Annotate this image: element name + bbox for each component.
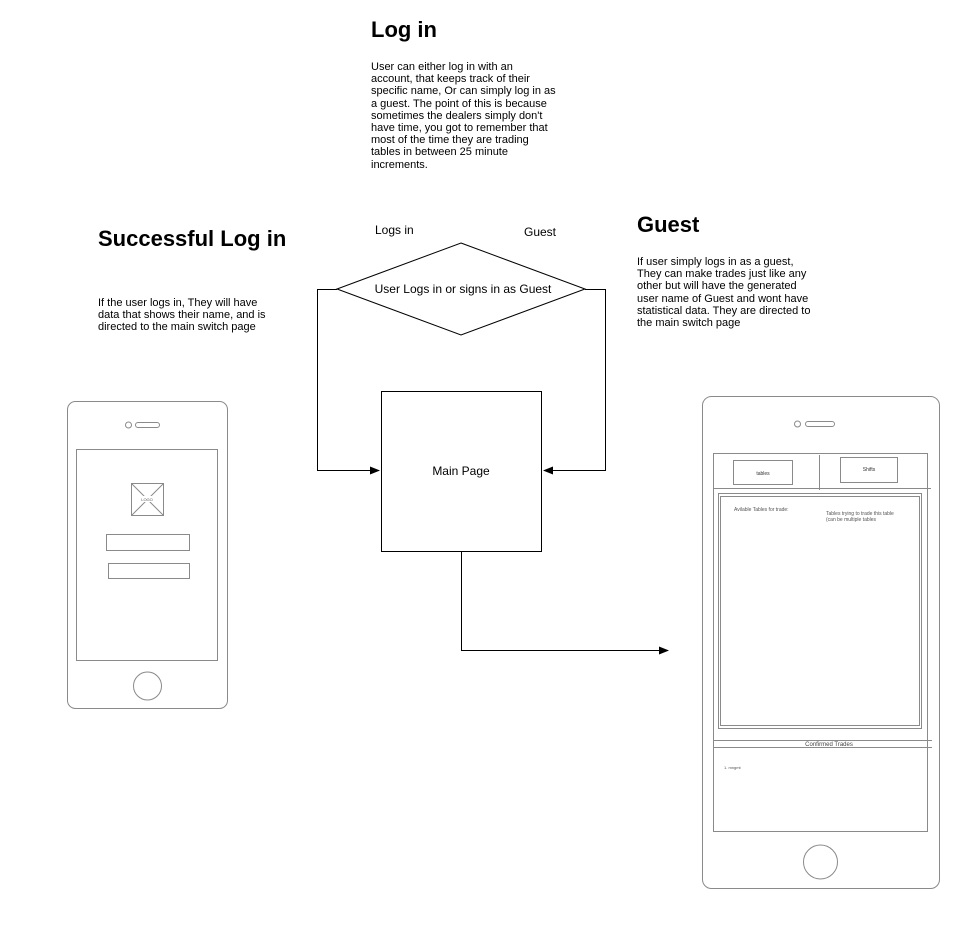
phone-left-body (67, 401, 228, 709)
logo-text: LOGO (141, 497, 153, 502)
available-tables-text: Avilable Tables for trade: (734, 507, 789, 513)
main-page-text: Main Page (432, 464, 490, 478)
phone-right-home-button (803, 844, 838, 880)
tables-content-outer (718, 493, 922, 729)
guest-title: Guest (637, 212, 700, 237)
guest-description: If user simply logs in as a guest, They … (637, 256, 811, 330)
phone-left-camera (125, 421, 132, 429)
phone-left (67, 401, 228, 709)
phone-right-body (702, 396, 940, 889)
confirmed-trade-item: 1. mngmt (724, 765, 742, 770)
phone-left-speaker (135, 422, 160, 428)
phone-right-speaker (805, 421, 835, 427)
logs-in-connector (317, 289, 380, 475)
tables-tab-label[interactable]: tables (756, 471, 770, 477)
phone-right-screen (713, 453, 928, 832)
phone-right-camera (794, 420, 801, 428)
successful-login-description: If the user logs in, They will have data… (98, 297, 266, 334)
main-to-screen-connector (461, 552, 669, 655)
shifts-tab-box (840, 457, 898, 483)
guest-edge-label: Guest (524, 225, 557, 239)
tables-tab-box (733, 460, 793, 485)
phone-left-home-button (133, 671, 162, 701)
confirmed-trades-label: Confirmed Trades (805, 742, 853, 748)
main-page-box (381, 391, 542, 552)
shifts-tab-label[interactable]: Shifts (863, 467, 876, 473)
decision-diamond (335, 242, 587, 336)
password-input-box (108, 563, 190, 579)
decision-text: User Logs in or signs in as Guest (375, 282, 552, 296)
phone-left-screen (76, 449, 218, 661)
phone-right (702, 396, 940, 889)
guest-connector (543, 289, 606, 475)
successful-login-title: Successful Log in (98, 226, 287, 251)
username-input-box (106, 534, 190, 551)
logs-in-edge-label: Logs in (375, 223, 414, 237)
trying-to-trade-text: Tables trying to trade this table (can b… (826, 511, 894, 523)
logo-placeholder (131, 483, 164, 516)
login-description: User can either log in with an account, … (371, 61, 556, 171)
tables-content-inner (720, 496, 920, 726)
login-title: Log in (371, 17, 437, 42)
